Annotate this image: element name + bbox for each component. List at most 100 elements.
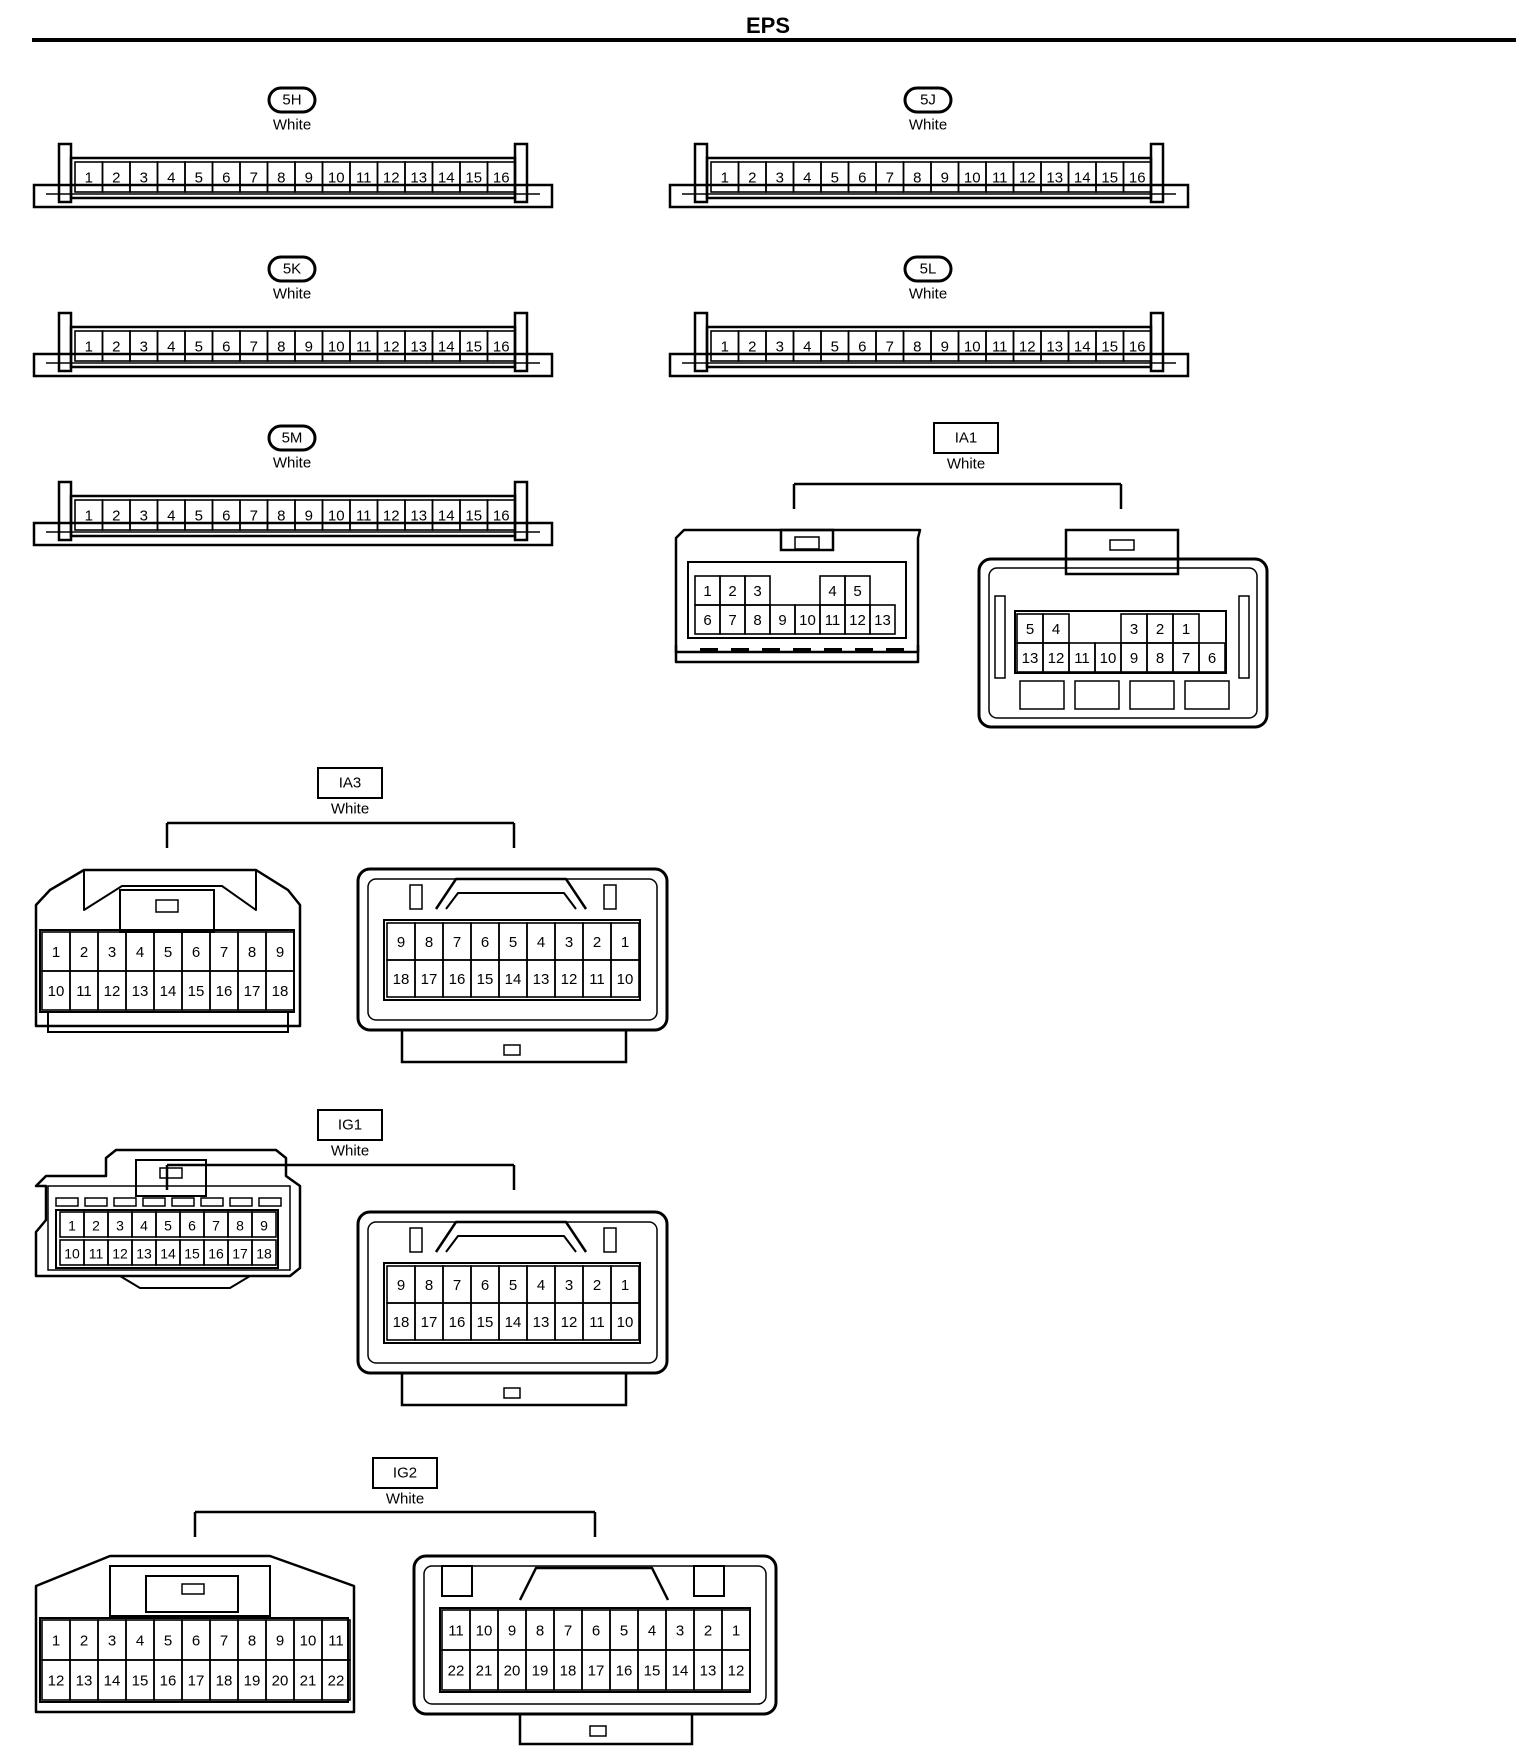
pin-number: 15 — [1101, 170, 1118, 187]
pin-number: 12 — [561, 971, 578, 988]
pin-number: 13 — [76, 1673, 93, 1690]
pin-cell — [486, 330, 516, 362]
latch-frame — [434, 1220, 588, 1253]
pin-cell — [721, 1649, 751, 1691]
pin-number: 16 — [493, 339, 510, 356]
connector-color: White — [331, 1143, 369, 1160]
connector-id-box — [372, 1457, 438, 1489]
pin-number: 1 — [703, 583, 711, 600]
lock-tab — [1064, 528, 1180, 576]
slot — [171, 1197, 195, 1207]
pin-number: 16 — [216, 983, 233, 1000]
pin-number: 8 — [913, 339, 921, 356]
pin-number: 5 — [831, 170, 839, 187]
pin-number: 4 — [136, 944, 144, 961]
pin-number: 4 — [828, 583, 836, 600]
pin-number: 5 — [164, 1633, 172, 1650]
pin-number: 14 — [505, 1314, 522, 1331]
pin-number: 16 — [208, 1246, 224, 1262]
pin-number: 7 — [453, 1277, 461, 1294]
pin-number: 2 — [112, 339, 120, 356]
base-tab — [503, 1044, 521, 1056]
pin-number: 8 — [913, 170, 921, 187]
connector-id: IG1 — [338, 1117, 362, 1134]
pin-number: 15 — [184, 1246, 200, 1262]
pin-number: 12 — [561, 1314, 578, 1331]
pin-number: 6 — [222, 339, 230, 356]
slot — [258, 1197, 282, 1207]
pin-number: 5 — [509, 1277, 517, 1294]
connector-id: 5J — [920, 92, 936, 109]
pin-number: 3 — [116, 1218, 124, 1234]
base-skirt — [400, 1028, 628, 1064]
pin-number: 8 — [248, 944, 256, 961]
pin-number: 3 — [565, 934, 573, 951]
slot — [1074, 680, 1120, 710]
latch — [886, 648, 904, 652]
pin-number: 4 — [803, 339, 811, 356]
pin-number: 9 — [397, 934, 405, 951]
pin-number: 17 — [421, 1314, 438, 1331]
pin-number: 7 — [220, 1633, 228, 1650]
pin-number: 3 — [140, 339, 148, 356]
pin-number: 10 — [799, 612, 816, 629]
pin-number: 1 — [52, 944, 60, 961]
pin-number: 13 — [1046, 170, 1063, 187]
pin-number: 5 — [164, 944, 172, 961]
pin-number: 13 — [410, 339, 427, 356]
lock-tab-inner — [159, 1167, 183, 1179]
lock-tab-inner — [1109, 539, 1135, 551]
slot — [1129, 680, 1175, 710]
housing — [34, 1554, 356, 1714]
pin-number: 4 — [803, 170, 811, 187]
pin-number: 17 — [421, 971, 438, 988]
pin-number: 12 — [383, 508, 400, 525]
pin-number: 10 — [328, 170, 345, 187]
pin-number: 5 — [164, 1218, 172, 1234]
connector-color: White — [273, 455, 311, 472]
connector-id: IG2 — [393, 1465, 417, 1482]
pin-number: 18 — [216, 1673, 233, 1690]
pin-number: 6 — [192, 1633, 200, 1650]
pin-frame — [383, 919, 641, 1001]
pin-number: 4 — [140, 1218, 148, 1234]
pin-number: 17 — [232, 1246, 248, 1262]
strip-base — [32, 352, 554, 378]
latch — [793, 648, 811, 652]
pin-number: 11 — [589, 971, 605, 988]
pin-number: 10 — [964, 339, 981, 356]
pin-frame — [55, 1209, 279, 1269]
pin-number: 12 — [1048, 650, 1065, 667]
pin-number: 16 — [616, 1663, 633, 1680]
pin-number: 14 — [1074, 339, 1091, 356]
pin-number: 13 — [410, 170, 427, 187]
connector-id-oval — [267, 86, 317, 114]
pin-number: 18 — [560, 1663, 577, 1680]
pin-number: 19 — [532, 1663, 549, 1680]
pin-number: 3 — [565, 1277, 573, 1294]
pin-number: 5 — [509, 934, 517, 951]
pin-number: 2 — [593, 934, 601, 951]
pin-number: 3 — [753, 583, 761, 600]
connector-id: 5L — [920, 261, 937, 278]
pin-number: 12 — [48, 1673, 65, 1690]
connector-color: White — [909, 117, 947, 134]
pin-number: 8 — [277, 508, 285, 525]
pin-number: 1 — [68, 1218, 76, 1234]
pin-number: 8 — [753, 612, 761, 629]
pin-number: 8 — [277, 339, 285, 356]
pin-number: 8 — [277, 170, 285, 187]
pin-number: 12 — [1019, 170, 1036, 187]
pin-number: 13 — [700, 1663, 717, 1680]
pin-number: 20 — [504, 1663, 521, 1680]
connector-id: IA3 — [339, 775, 362, 792]
pin-number: 6 — [192, 944, 200, 961]
